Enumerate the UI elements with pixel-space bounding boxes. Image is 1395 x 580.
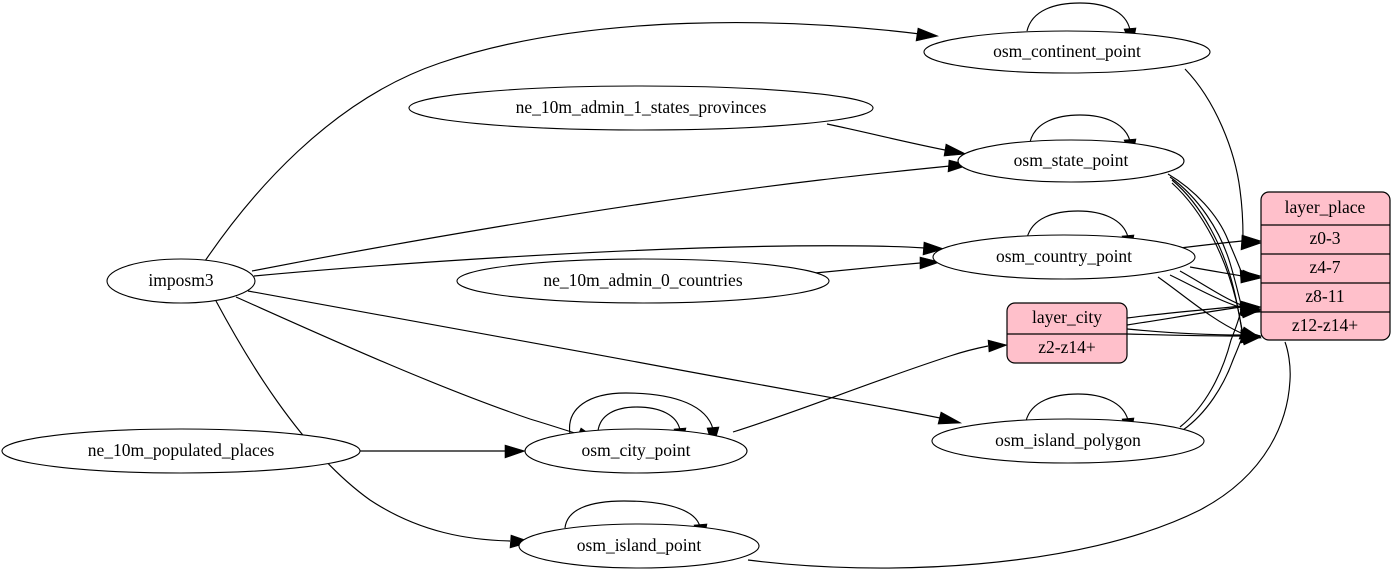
node-label-osm_city_point: osm_city_point bbox=[582, 440, 691, 460]
record-node-layer: layer_place z0-3 z4-7 z8-11 z12-z14+ lay… bbox=[1006, 191, 1391, 364]
record-row-layer_place-z0-3[interactable]: z0-3 bbox=[1309, 228, 1340, 248]
edge-arrowheads-extra bbox=[1240, 329, 1262, 344]
node-label-ne_10m_admin_0_countries: ne_10m_admin_0_countries bbox=[543, 270, 742, 290]
node-ne_10m_populated_places[interactable]: ne_10m_populated_places bbox=[1, 428, 361, 474]
node-osm_continent_point[interactable]: osm_continent_point bbox=[923, 30, 1211, 74]
edge-osm_city_point-to-layer_city-z2-z14plus bbox=[732, 339, 1008, 433]
edge-imposm3-to-osm_continent_point bbox=[204, 22, 940, 262]
node-osm_island_polygon[interactable]: osm_island_polygon bbox=[931, 418, 1205, 464]
edge-osm_island_point-to-layer_place-z12-z14plus bbox=[747, 341, 1291, 569]
edge-imposm3-to-osm_state_point bbox=[251, 159, 971, 272]
node-osm_state_point[interactable]: osm_state_point bbox=[957, 139, 1185, 183]
node-label-ne_10m_admin_1_states_provinces: ne_10m_admin_1_states_provinces bbox=[516, 97, 767, 117]
edge-ne_10m_populated_places-to-osm_city_point bbox=[360, 444, 526, 459]
edge-layer_city-to-layer_place-z8-11 bbox=[1126, 300, 1262, 326]
record-row-layer_place-z4-7[interactable]: z4-7 bbox=[1309, 257, 1340, 277]
record-header-layer_city: layer_city bbox=[1032, 307, 1102, 327]
record-node-layer_city[interactable]: layer_city z2-z14+ bbox=[1006, 302, 1128, 364]
edge-ne_10m_admin_1_states_provinces-to-osm_state_point bbox=[826, 123, 968, 157]
edge-imposm3-to-osm_island_point bbox=[215, 300, 532, 549]
edge-imposm3-to-osm_country_point bbox=[253, 241, 945, 277]
node-osm_island_point[interactable]: osm_island_point bbox=[518, 523, 760, 569]
node-ne_10m_admin_1_states_provinces[interactable]: ne_10m_admin_1_states_provinces bbox=[408, 85, 874, 131]
record-row-layer_city-z2-z14plus[interactable]: z2-z14+ bbox=[1038, 337, 1096, 357]
node-label-osm_island_polygon: osm_island_polygon bbox=[995, 430, 1141, 450]
record-header-layer_place: layer_place bbox=[1285, 197, 1366, 217]
edge-osm_continent_point-to-layer_place-z0-3 bbox=[1184, 68, 1262, 251]
node-imposm3[interactable]: imposm3 bbox=[106, 258, 256, 304]
node-layer: imposm3 ne_10m_admin_1_states_provinces … bbox=[1, 30, 1211, 569]
node-ne_10m_admin_0_countries[interactable]: ne_10m_admin_0_countries bbox=[456, 258, 830, 304]
arrowhead-island-point-z12 bbox=[1240, 329, 1262, 344]
record-row-layer_place-z12-z14plus[interactable]: z12-z14+ bbox=[1292, 315, 1358, 335]
edge-osm_country_point-to-layer_place-z0-3 bbox=[1179, 234, 1262, 249]
edge-osm_island_polygon-to-layer_place-z8-11 bbox=[1179, 308, 1262, 428]
node-label-osm_state_point: osm_state_point bbox=[1014, 150, 1129, 170]
node-osm_city_point[interactable]: osm_city_point bbox=[524, 428, 748, 474]
node-label-osm_continent_point: osm_continent_point bbox=[993, 41, 1141, 61]
record-row-layer_place-z8-11[interactable]: z8-11 bbox=[1305, 286, 1344, 306]
edge-bundle-strands bbox=[1126, 182, 1244, 336]
edge-osm_country_point-to-layer_place-z4-7 bbox=[1189, 266, 1262, 284]
record-node-layer_place[interactable]: layer_place z0-3 z4-7 z8-11 z12-z14+ bbox=[1260, 191, 1391, 341]
node-label-osm_country_point: osm_country_point bbox=[996, 246, 1132, 266]
edge-osm_island_polygon-to-layer_place-z12-z14plus bbox=[1182, 335, 1262, 431]
edge-imposm3-to-osm_island_polygon bbox=[247, 290, 963, 425]
edge-ne_10m_admin_0_countries-to-osm_country_point bbox=[814, 256, 942, 274]
node-label-imposm3: imposm3 bbox=[148, 270, 213, 290]
node-osm_country_point[interactable]: osm_country_point bbox=[932, 234, 1196, 280]
node-label-osm_island_point: osm_island_point bbox=[577, 535, 702, 555]
node-label-ne_10m_populated_places: ne_10m_populated_places bbox=[88, 440, 275, 460]
